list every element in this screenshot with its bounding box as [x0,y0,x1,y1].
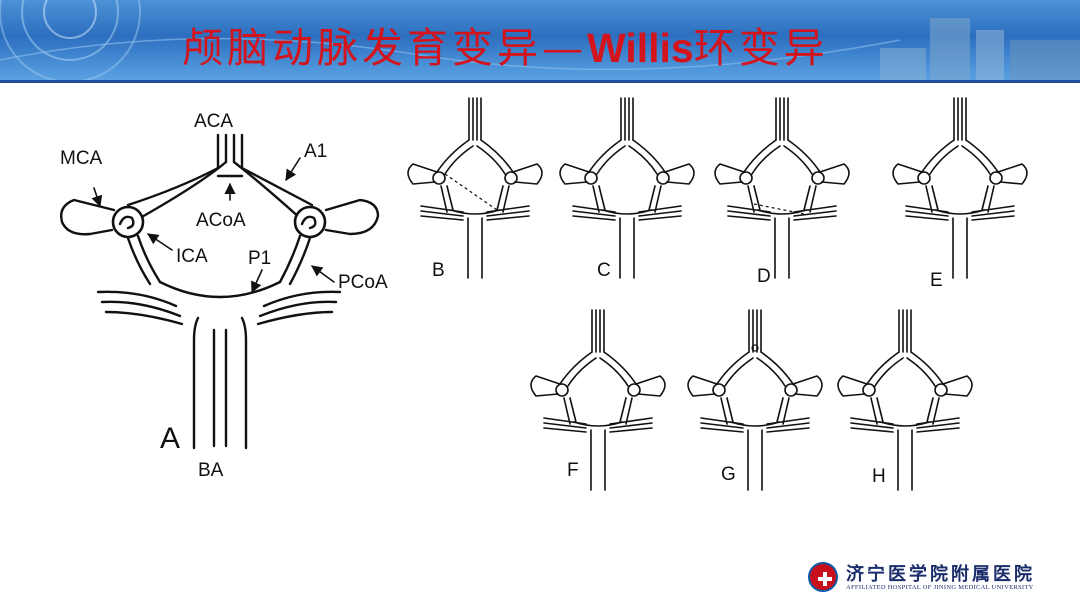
title-chinese: 颅脑动脉发育变异— [182,24,587,72]
label-mca: MCA [60,148,103,169]
variant-panel-h [837,309,973,491]
variant-panel-d [714,97,850,279]
hospital-logo: 济宁医学院附属医院 AFFILIATED HOSPITAL OF JINING … [808,560,1070,596]
label-ba: BA [198,460,224,481]
banner-divider [0,80,1080,83]
variant-panel-e [892,97,1028,279]
label-panel-a: A [160,422,180,455]
variant-label-c: C [597,260,611,281]
variant-panel-c [559,97,695,279]
variant-label-g: G [721,464,736,485]
label-pcoa: PCoA [338,272,388,293]
header-banner: 颅脑动脉发育变异—Willis环变异 [0,0,1080,80]
variant-panel-g [687,309,823,491]
variant-label-e: E [930,270,943,291]
title-latin: Willis [587,25,694,71]
label-p1: P1 [248,248,271,269]
label-aca: ACA [194,111,233,132]
label-a1: A1 [304,141,327,162]
title-tail: 环变异 [693,24,829,72]
variant-label-b: B [432,260,445,281]
variant-label-d: D [757,266,771,287]
hospital-name-english: AFFILIATED HOSPITAL OF JINING MEDICAL UN… [846,584,1034,591]
slide-title: 颅脑动脉发育变异—Willis环变异 [182,14,829,74]
variant-panel-b [407,97,543,279]
variant-panel-f [530,309,666,491]
label-acoa: ACoA [196,210,246,231]
hospital-name-chinese: 济宁医学院附属医院 [846,564,1035,585]
banner-decoration [0,0,1080,80]
label-ica: ICA [176,246,208,267]
main-willis-diagram: ACA A1 MCA ACoA ICA P1 PCoA BA A [60,111,388,481]
hospital-emblem-icon [808,562,838,592]
variant-label-h: H [872,466,886,487]
variant-label-f: F [567,460,579,481]
